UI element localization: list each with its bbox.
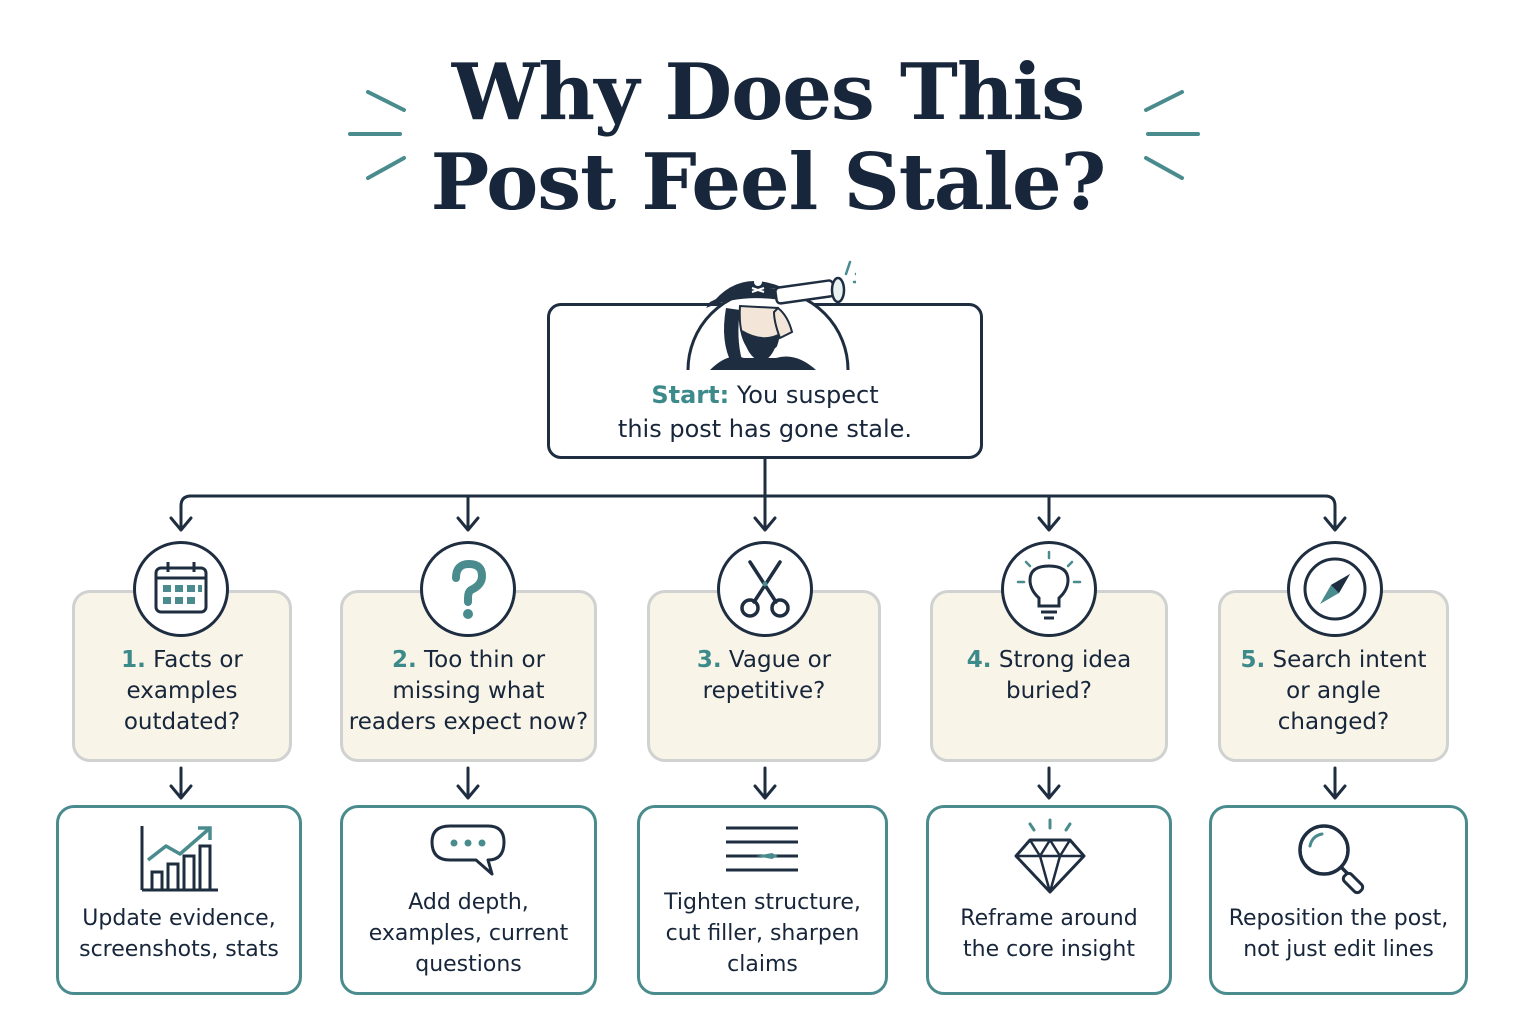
growth-chart-icon <box>140 826 218 892</box>
start-line-1: You suspect <box>736 381 879 409</box>
question-text-1: 1. Facts or examples outdated? <box>121 647 243 735</box>
action-text-1: Update evidence, screenshots, stats <box>79 906 279 962</box>
speech-bubble-icon <box>430 824 506 876</box>
branch-arrow-3 <box>753 516 777 532</box>
start-line-2: this post has gone stale. <box>617 415 913 443</box>
magnifier-icon <box>1298 824 1365 895</box>
down-arrow-3 <box>753 784 777 800</box>
question-icon-circle-4 <box>1001 541 1097 637</box>
question-text-5: 5. Search intent or angle changed? <box>1240 647 1427 735</box>
down-arrow-1 <box>169 784 193 800</box>
action-box-2 <box>340 805 597 995</box>
branch-connector <box>179 494 1337 530</box>
title-sparkles <box>348 90 1200 180</box>
branch-arrow-4 <box>1037 516 1061 532</box>
question-icon-circle-3 <box>717 541 813 637</box>
action-text-3: Tighten structure, cut filler, sharpen c… <box>664 890 861 977</box>
question-icon-circle-2 <box>420 541 516 637</box>
action-box-4 <box>926 805 1172 995</box>
down-arrow-4 <box>1037 784 1061 800</box>
pirate-with-spyglass-icon <box>686 260 856 370</box>
scissors-icon <box>740 560 790 618</box>
question-text-2: 2. Too thin or missing what readers expe… <box>348 647 589 735</box>
down-arrow-2 <box>456 784 480 800</box>
lightbulb-icon <box>1016 550 1082 620</box>
title-line-2: Post Feel Stale? <box>430 137 1107 228</box>
action-text-2: Add depth, examples, current questions <box>368 890 569 977</box>
action-box-3 <box>637 805 888 995</box>
page-title: Why Does This Post Feel Stale? <box>0 48 1536 228</box>
question-icon-circle-1 <box>133 541 229 637</box>
question-mark-icon <box>452 559 487 619</box>
action-text-4: Reframe around the core insight <box>960 906 1138 962</box>
start-text: Start: You suspect this post has gone st… <box>547 378 983 446</box>
calendar-icon <box>154 562 208 614</box>
text-lines-icon <box>726 826 798 872</box>
question-text-3: 3. Vague or repetitive? <box>696 647 832 704</box>
diamond-icon <box>1014 818 1086 894</box>
question-text-4: 4. Strong idea buried? <box>966 647 1132 704</box>
branch-arrow-5 <box>1323 516 1347 532</box>
start-label: Start: <box>651 381 730 409</box>
action-text-5: Reposition the post, not just edit lines <box>1228 906 1449 962</box>
action-box-5 <box>1209 805 1468 995</box>
title-line-1: Why Does This <box>451 47 1085 138</box>
down-arrow-5 <box>1323 784 1347 800</box>
compass-icon <box>1303 557 1367 621</box>
branch-arrow-2 <box>456 516 480 532</box>
branch-arrow-1 <box>169 516 193 532</box>
question-icon-circle-5 <box>1287 541 1383 637</box>
action-box-1 <box>56 805 302 995</box>
